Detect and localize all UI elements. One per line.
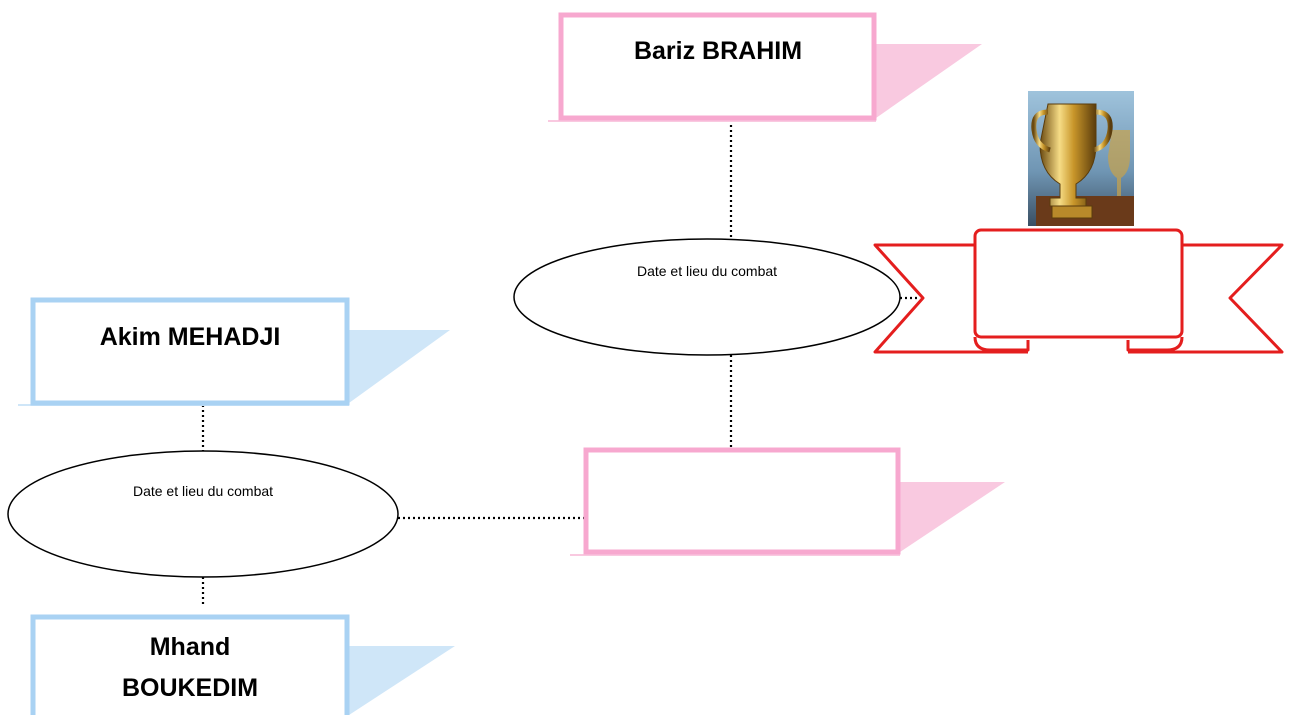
fighter-box-mhand: Mhand BOUKEDIM [30, 614, 455, 715]
ellipse-shape [513, 238, 901, 356]
box-shadow [349, 646, 455, 715]
fighter-name-akim: Akim MEHADJI [100, 323, 281, 351]
box-shadow [900, 482, 1005, 552]
box-shadow [876, 44, 982, 118]
banner-left-fold [973, 336, 1030, 352]
trophy-base [1051, 205, 1093, 219]
trophy-right-handle [1093, 109, 1113, 153]
ellipse-shape [7, 450, 399, 578]
champion-banner [873, 228, 1284, 354]
fighter-box-akim: Akim MEHADJI [18, 297, 450, 406]
fighter-box-bariz: Bariz BRAHIM [548, 12, 982, 122]
banner-right-fold [1126, 336, 1184, 352]
match-ellipse-final: Date et lieu du combat [513, 238, 901, 356]
box-frame [30, 297, 350, 406]
box-frame [30, 614, 350, 715]
box-frame [583, 447, 901, 555]
fighter-name-mhand-line1: Mhand [150, 633, 231, 661]
fighter-name-bariz: Bariz BRAHIM [634, 37, 802, 65]
match-label-semifinal: Date et lieu du combat [133, 483, 273, 499]
winner-box-semifinal [570, 447, 1005, 556]
box-shadow [349, 330, 450, 403]
trophy-icon [1028, 91, 1134, 226]
box-frame [558, 12, 877, 121]
trophy-secondary [1108, 130, 1130, 196]
match-label-final: Date et lieu du combat [637, 263, 777, 279]
match-ellipse-semifinal: Date et lieu du combat [7, 450, 399, 578]
trophy-left-handle [1031, 109, 1051, 153]
banner-center [973, 228, 1184, 339]
fighter-name-mhand-line2: BOUKEDIM [122, 674, 258, 702]
